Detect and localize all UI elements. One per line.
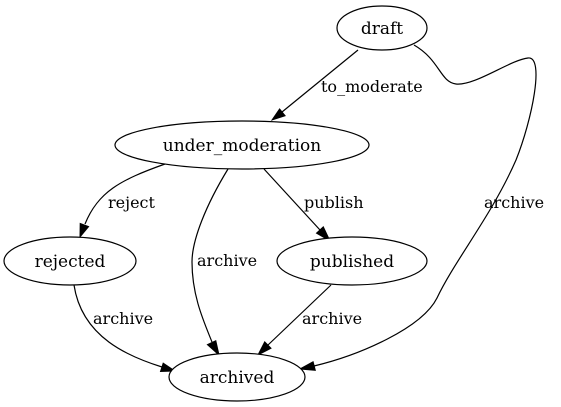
node-label: under_moderation: [163, 136, 322, 156]
node-shape: [336, 5, 428, 51]
node-shape: [276, 236, 428, 286]
arrowhead: [79, 222, 90, 239]
edge-line: [263, 168, 321, 231]
edge-line: [191, 168, 229, 343]
edge-label: reject: [108, 193, 156, 212]
arrowhead: [315, 225, 332, 243]
node-draft[interactable]: draft: [336, 5, 428, 51]
node-shape: [168, 352, 306, 402]
edge-label: archive: [197, 251, 257, 270]
edge-draft-to-under-moderation: to_moderate: [270, 49, 423, 121]
edge-line: [281, 49, 359, 113]
node-label: draft: [361, 19, 403, 39]
arrowhead: [159, 362, 177, 373]
edge-label: archive: [93, 309, 153, 328]
arrowhead: [256, 340, 272, 357]
edge-rejected-to-archived: archive: [73, 284, 177, 373]
edge-label: archive: [302, 309, 362, 328]
edge-under-moderation-to-published: publish: [263, 168, 364, 243]
node-label: rejected: [35, 252, 106, 272]
arrowhead: [270, 108, 286, 121]
edge-line: [313, 44, 537, 367]
node-shape: [114, 120, 370, 170]
edge-line: [84, 163, 166, 225]
edge-label: archive: [484, 193, 544, 212]
edge-label: to_moderate: [321, 77, 423, 96]
node-rejected[interactable]: rejected: [3, 236, 137, 286]
node-shape: [3, 236, 137, 286]
node-under-moderation[interactable]: under_moderation: [114, 120, 370, 170]
edge-under-moderation-to-rejected: reject: [79, 163, 166, 239]
node-archived[interactable]: archived: [168, 352, 306, 402]
edge-line: [267, 284, 332, 346]
edge-line: [73, 284, 163, 368]
edge-published-to-archived: archive: [256, 284, 362, 357]
arrowhead: [298, 361, 316, 371]
node-label: published: [310, 252, 394, 272]
edge-draft-to-archived: archive: [298, 44, 544, 371]
node-label: archived: [200, 368, 275, 388]
edge-under-moderation-to-archived: archive: [191, 168, 257, 357]
edge-label: publish: [304, 193, 364, 212]
arrowhead: [206, 339, 220, 357]
node-published[interactable]: published: [276, 236, 428, 286]
